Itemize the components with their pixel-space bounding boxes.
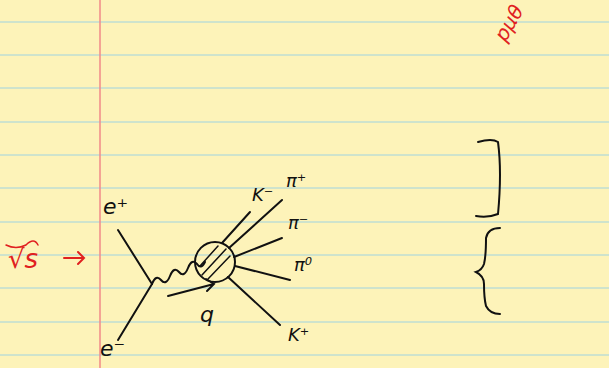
particle-label: π⁻: [288, 214, 308, 232]
particle-label: π⁺: [286, 172, 306, 190]
red-scribble: pμθ: [491, 2, 527, 45]
particle-label: K⁻: [252, 186, 273, 204]
bracket-upper: [476, 140, 500, 217]
kminus-line: [222, 212, 250, 243]
electron-line: [118, 284, 152, 340]
sqrt-s-arrow: [64, 252, 84, 264]
bracket-lower: [476, 228, 500, 314]
blob-hatch: [200, 246, 230, 279]
positron-line: [118, 230, 152, 284]
momentum-label: q: [200, 304, 214, 326]
kplus-line: [228, 277, 280, 325]
diagram-strokes: [118, 140, 500, 340]
piminus-line: [234, 238, 282, 257]
pizero-line: [235, 266, 290, 280]
margin-line: [99, 0, 101, 368]
ruled-lines: [0, 22, 609, 355]
particle-label: K⁺: [288, 326, 309, 344]
momentum-arrow: [168, 279, 214, 296]
energy-label: √s: [8, 246, 38, 272]
particle-label: e⁺: [103, 196, 128, 218]
particle-label: π⁰: [294, 256, 312, 274]
particle-label: e⁻: [100, 338, 125, 360]
